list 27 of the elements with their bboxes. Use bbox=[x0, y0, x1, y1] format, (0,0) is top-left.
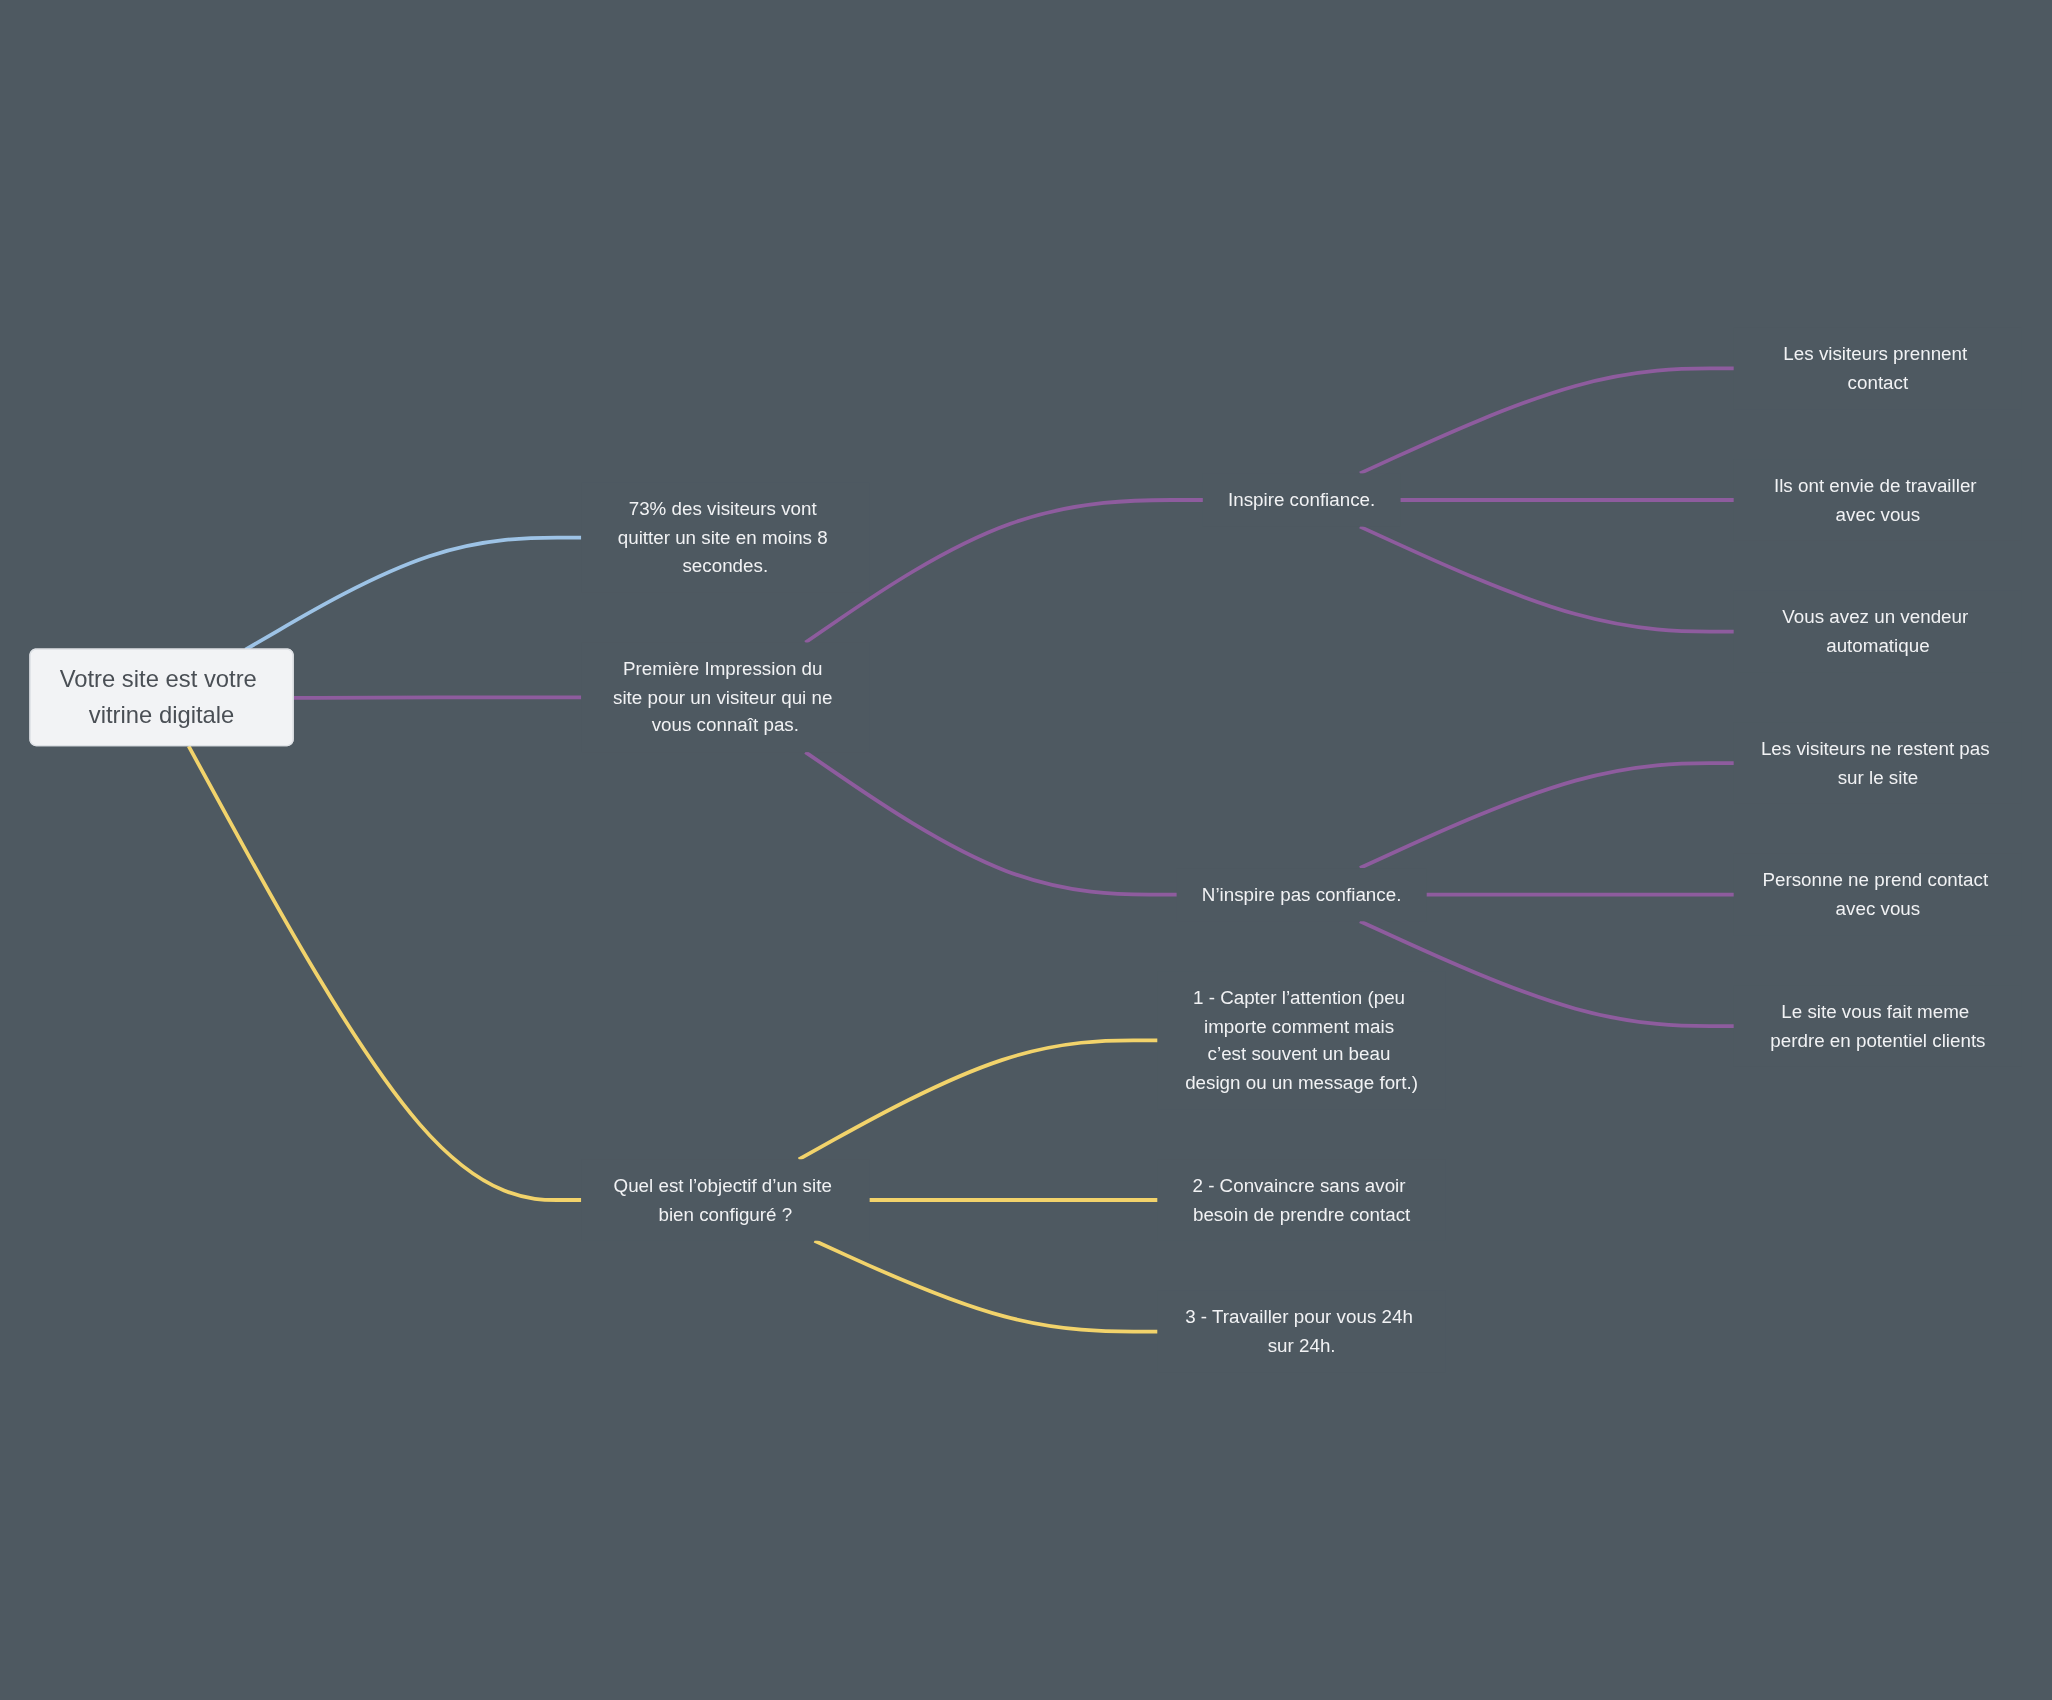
connector bbox=[813, 1239, 1158, 1334]
node-text: Les visiteurs prennent contact bbox=[1783, 342, 1968, 393]
node-text: Quel est l’objectif d’un site bien configuré ? bbox=[613, 1174, 832, 1224]
connector bbox=[1359, 919, 1734, 1029]
node-text: Personne ne prend contact avec vous bbox=[1762, 868, 1989, 919]
connector bbox=[869, 1198, 1158, 1202]
connector bbox=[187, 745, 582, 1202]
node-text: 1 - Capter l’attention (peu importe comment mais c’est souvent un beau design ou un message fort.) bbox=[1185, 986, 1419, 1093]
node-text: Inspire confiance. bbox=[1227, 488, 1376, 510]
connector bbox=[293, 695, 582, 700]
connector bbox=[1359, 761, 1734, 870]
connector bbox=[1400, 498, 1734, 502]
node-text: Ils ont envie de travailler avec vous bbox=[1773, 474, 1977, 524]
node-text: 3 - Travailler pour vous 24h sur 24h. bbox=[1185, 1305, 1413, 1356]
connector bbox=[804, 498, 1203, 645]
node-text: Première Impression du site pour un visiteur qui ne vous connaît pas. bbox=[613, 657, 833, 736]
connector bbox=[1426, 892, 1734, 897]
node-text: N’inspire pas confiance. bbox=[1201, 883, 1402, 905]
node-text: Les visiteurs ne restent pas sur le site bbox=[1760, 737, 1990, 787]
node-text: 2 - Convaincre sans avoir besoin de prendre contact bbox=[1192, 1174, 1411, 1224]
connector bbox=[804, 750, 1177, 897]
connector bbox=[1359, 524, 1734, 634]
connector bbox=[797, 1038, 1158, 1161]
node-text: 73% des visiteurs vont quitter un site en moins 8 secondes. bbox=[617, 497, 828, 576]
connector bbox=[1359, 366, 1734, 476]
node-text: Vous avez un vendeur automatique bbox=[1782, 605, 1969, 656]
node-text: Le site vous fait meme perdre en potentiel clients bbox=[1770, 1000, 1986, 1050]
